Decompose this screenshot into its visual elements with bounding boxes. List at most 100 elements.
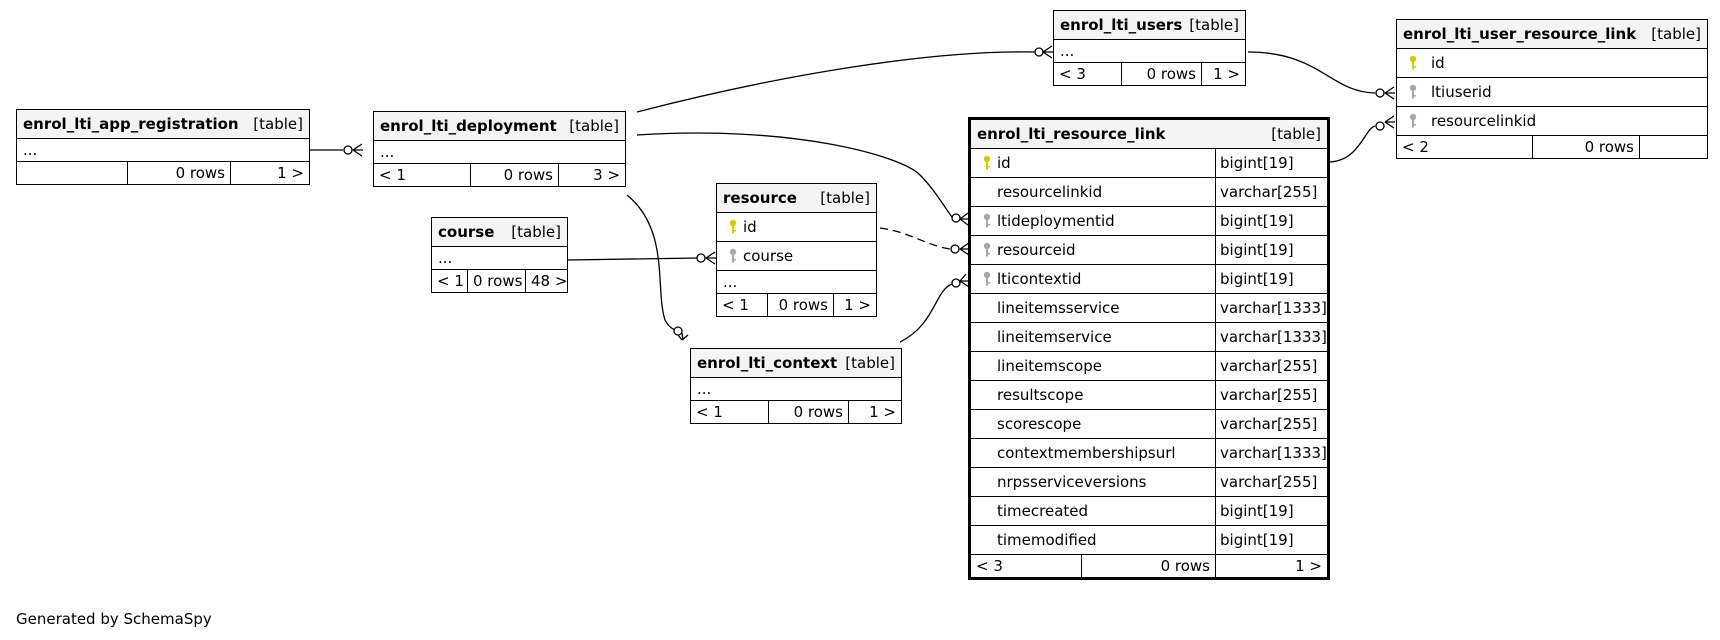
column-name: id [1431, 54, 1445, 72]
table-course[interactable]: course [table] ... < 1 0 rows 48 > [431, 217, 568, 293]
table-name: enrol_lti_resource_link [977, 125, 1166, 143]
column-row-resultscope[interactable]: resultscope varchar[255] [971, 381, 1327, 410]
table-name: enrol_lti_users [1060, 16, 1183, 34]
children-count[interactable]: 3 > [558, 164, 625, 186]
column-row-resourcelinkid[interactable]: resourcelinkid [1397, 107, 1707, 136]
edge-deployment-context [626, 194, 679, 332]
edge-resource-link-user-resource-link [1329, 125, 1376, 163]
column-name: timecreated [997, 502, 1089, 520]
children-count[interactable] [1639, 136, 1707, 158]
table-header: enrol_lti_deployment [table] [374, 112, 625, 141]
table-ellipsis: ... [374, 141, 625, 164]
column-row-resourcelinkid[interactable]: resourcelinkid varchar[255] [971, 178, 1327, 207]
column-name: ltiuserid [1431, 83, 1492, 101]
edge-resource-resource-link [879, 227, 951, 250]
table-resource[interactable]: resource [table] id course ... < 1 0 row… [716, 183, 877, 317]
column-name: nrpsserviceversions [997, 473, 1147, 491]
column-type: bigint[19] [1215, 236, 1327, 264]
edge-course-resource [567, 257, 699, 261]
column-row-contextmembershipsurl[interactable]: contextmembershipsurl varchar[1333] [971, 439, 1327, 468]
children-count[interactable]: 1 > [833, 294, 876, 316]
column-name: ltideploymentid [997, 212, 1115, 230]
row-count: 0 rows [767, 294, 833, 316]
column-type: varchar[1333] [1215, 439, 1327, 467]
column-name: id [743, 218, 757, 236]
table-footer: 0 rows 1 > [17, 162, 309, 184]
table-name: enrol_lti_context [697, 354, 838, 372]
column-type: varchar[255] [1215, 381, 1327, 409]
column-type: bigint[19] [1215, 526, 1327, 554]
table-enrol-lti-user-resource-link[interactable]: enrol_lti_user_resource_link [table] id … [1396, 19, 1708, 159]
table-enrol-lti-users[interactable]: enrol_lti_users [table] ... < 3 0 rows 1… [1053, 10, 1246, 86]
foreign-key-icon [723, 248, 743, 264]
children-count[interactable]: 48 > [525, 270, 567, 292]
column-type: bigint[19] [1215, 207, 1327, 235]
parents-count[interactable]: < 1 [696, 403, 723, 421]
foreign-key-icon [977, 242, 997, 258]
column-name: timemodified [997, 531, 1097, 549]
column-row-id[interactable]: id [1397, 49, 1707, 78]
table-type: [table] [1189, 16, 1239, 34]
column-name: resourcelinkid [997, 183, 1103, 201]
table-footer: < 2 0 rows [1397, 136, 1707, 158]
children-count[interactable]: 1 > [1201, 63, 1245, 85]
edge-deployment-users [636, 51, 1036, 113]
column-row-lineitemsservice[interactable]: lineitemsservice varchar[1333] [971, 294, 1327, 323]
parents-count[interactable]: < 2 [1402, 138, 1429, 156]
table-header: enrol_lti_user_resource_link [table] [1397, 20, 1707, 49]
column-row-lineitemservice[interactable]: lineitemservice varchar[1333] [971, 323, 1327, 352]
table-footer: < 3 0 rows 1 > [1054, 63, 1245, 85]
row-count: 0 rows [768, 401, 848, 423]
column-row-ltiuserid[interactable]: ltiuserid [1397, 78, 1707, 107]
table-type: [table] [511, 223, 561, 241]
table-footer: < 1 0 rows 1 > [717, 294, 876, 316]
table-enrol-lti-deployment[interactable]: enrol_lti_deployment [table] ... < 1 0 r… [373, 111, 626, 187]
parents-count[interactable]: < 1 [379, 166, 406, 184]
column-type: varchar[1333] [1215, 294, 1327, 322]
table-enrol-lti-app-registration[interactable]: enrol_lti_app_registration [table] ... 0… [16, 109, 310, 185]
column-name: contextmembershipsurl [997, 444, 1176, 462]
children-count[interactable]: 1 > [848, 401, 901, 423]
table-enrol-lti-context[interactable]: enrol_lti_context [table] ... < 1 0 rows… [690, 348, 902, 424]
column-row-timemodified[interactable]: timemodified bigint[19] [971, 526, 1327, 555]
table-ellipsis: ... [691, 378, 901, 401]
column-name: lineitemsservice [997, 299, 1120, 317]
row-count: 0 rows [467, 270, 525, 292]
column-type: varchar[255] [1215, 178, 1327, 206]
parents-count[interactable]: < 1 [437, 272, 464, 290]
table-type: [table] [1651, 25, 1701, 43]
edge-users-user-resource-link [1247, 51, 1376, 94]
table-name: enrol_lti_user_resource_link [1403, 25, 1637, 43]
column-row-course[interactable]: course [717, 242, 876, 271]
column-row-id[interactable]: id [717, 213, 876, 242]
table-header: resource [table] [717, 184, 876, 213]
foreign-key-icon [977, 271, 997, 287]
row-count: 0 rows [127, 162, 230, 184]
column-name: resultscope [997, 386, 1084, 404]
column-name: resourcelinkid [1431, 112, 1537, 130]
children-count[interactable]: 1 > [230, 162, 309, 184]
table-footer: < 1 0 rows 1 > [691, 401, 901, 423]
children-count[interactable]: 1 > [1215, 555, 1327, 577]
parents-count[interactable]: < 1 [722, 296, 749, 314]
table-ellipsis: ... [717, 271, 876, 294]
column-row-ltideploymentid[interactable]: ltideploymentid bigint[19] [971, 207, 1327, 236]
parents-count[interactable]: < 3 [1059, 65, 1086, 83]
primary-key-icon [1403, 55, 1423, 71]
edge-deployment-resource-link [636, 132, 953, 218]
column-type: varchar[1333] [1215, 323, 1327, 351]
parents-count[interactable]: < 3 [976, 557, 1003, 575]
edge-context-resource-link [899, 283, 953, 343]
parents-count[interactable] [17, 162, 127, 184]
column-name: lineitemservice [997, 328, 1112, 346]
